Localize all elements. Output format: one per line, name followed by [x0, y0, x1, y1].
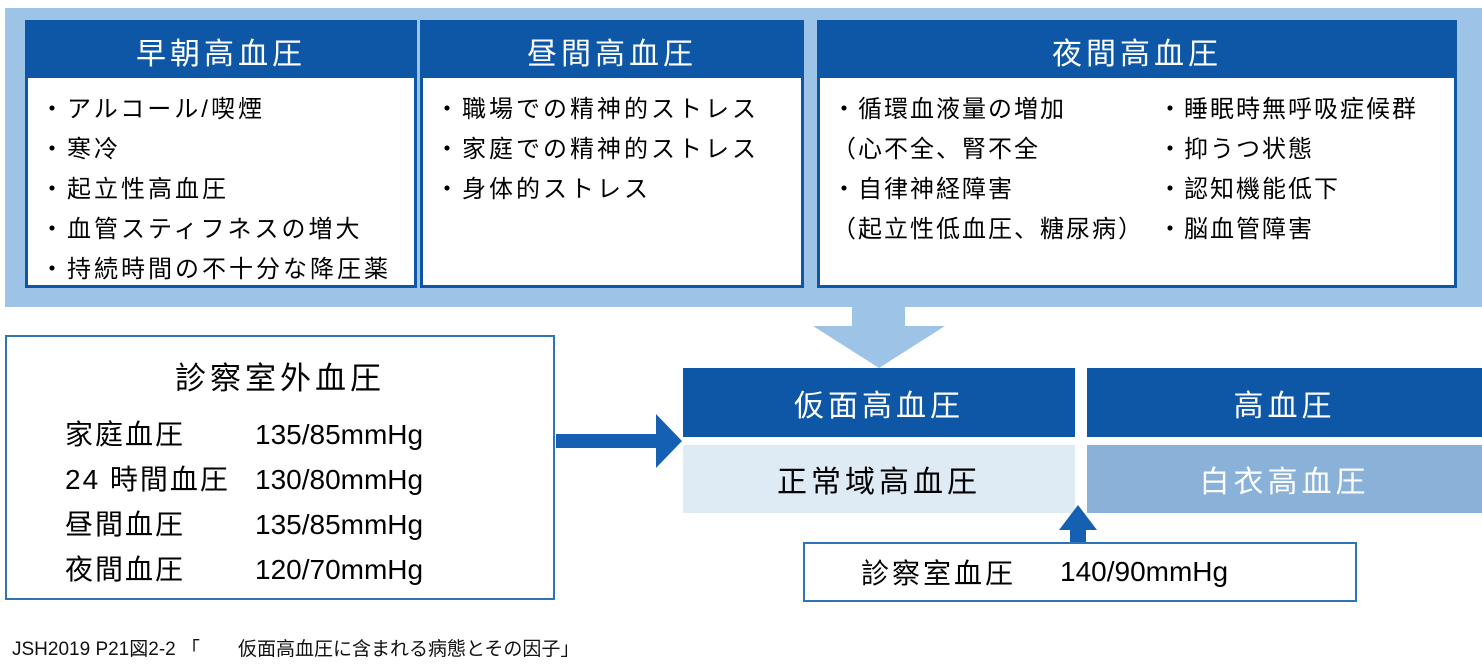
- masked-hypertension-header: 仮面高血圧: [683, 368, 1075, 437]
- bp-row-label: 夜間血圧: [65, 554, 186, 585]
- factors-banner: 早朝高血圧 ・アルコール/喫煙 ・寒冷 ・起立性高血圧 ・血管スティフネスの増大…: [5, 8, 1482, 307]
- list-item: ・アルコール/喫煙: [40, 96, 265, 123]
- list-item: ・抑うつ状態: [1158, 136, 1314, 163]
- list-item: ・自律神経障害: [832, 176, 1014, 203]
- hypertension-header: 高血圧: [1087, 368, 1482, 437]
- list-item: ・持続時間の不十分な降圧薬: [40, 256, 391, 283]
- list-item: ・家庭での精神的ストレス: [435, 136, 759, 163]
- list-item: ・血管スティフネスの増大: [40, 216, 363, 243]
- bp-row-label: 家庭血圧: [65, 419, 186, 450]
- table-row: 24 時間血圧 130/80mmHg: [65, 457, 553, 502]
- daytime-factor-list: ・職場での精神的ストレス ・家庭での精神的ストレス ・身体的ストレス: [423, 78, 801, 210]
- office-bp-box: 診察室血圧 140/90mmHg: [803, 542, 1357, 602]
- morning-hypertension-box: 早朝高血圧 ・アルコール/喫煙 ・寒冷 ・起立性高血圧 ・血管スティフネスの増大…: [25, 20, 417, 288]
- list-item: ・起立性高血圧: [40, 176, 229, 203]
- down-block-arrow-icon: [813, 326, 945, 368]
- out-of-office-bp-box: 診察室外血圧 家庭血圧 135/85mmHg 24 時間血圧 130/80mmH…: [5, 335, 555, 600]
- list-item: ・身体的ストレス: [435, 176, 651, 203]
- office-bp-label: 診察室血圧: [861, 558, 1017, 589]
- list-item: ・寒冷: [40, 136, 121, 163]
- normal-range-hypertension-band: 正常域高血圧: [683, 445, 1075, 513]
- table-row: 家庭血圧 135/85mmHg: [65, 412, 553, 457]
- table-row: 昼間血圧 135/85mmHg: [65, 502, 553, 547]
- white-coat-hypertension-band: 白衣高血圧: [1087, 445, 1482, 513]
- morning-factor-list: ・アルコール/喫煙 ・寒冷 ・起立性高血圧 ・血管スティフネスの増大 ・持続時間…: [28, 78, 414, 290]
- daytime-hypertension-header: 昼間高血圧: [423, 23, 801, 78]
- list-item: ・脳血管障害: [1158, 216, 1314, 243]
- list-item: ・循環血液量の増加: [832, 96, 1066, 123]
- table-row: 夜間血圧 120/70mmHg: [65, 547, 553, 592]
- daytime-hypertension-box: 昼間高血圧 ・職場での精神的ストレス ・家庭での精神的ストレス ・身体的ストレス: [420, 20, 804, 288]
- bp-row-value: 120/70mmHg: [255, 554, 424, 585]
- bp-row-value: 130/80mmHg: [255, 464, 424, 495]
- list-item: （起立性低血圧、糖尿病）: [832, 216, 1144, 243]
- night-factor-columns: ・循環血液量の増加 （心不全、腎不全 ・自律神経障害 （起立性低血圧、糖尿病） …: [820, 78, 1454, 250]
- bp-row-label: 24 時間血圧: [65, 464, 230, 495]
- up-arrow-shaft: [1070, 528, 1086, 543]
- right-arrow-icon: [656, 414, 682, 468]
- list-item: ・職場での精神的ストレス: [435, 96, 759, 123]
- list-item: ・認知機能低下: [1158, 176, 1340, 203]
- bp-row-value: 135/85mmHg: [255, 419, 424, 450]
- down-block-arrow-shaft: [852, 305, 905, 327]
- bp-row-label: 昼間血圧: [65, 509, 186, 540]
- bp-row-value: 135/85mmHg: [255, 509, 424, 540]
- right-arrow-shaft: [556, 434, 658, 448]
- morning-hypertension-header: 早朝高血圧: [28, 23, 414, 78]
- night-factor-list-left: ・循環血液量の増加 （心不全、腎不全 ・自律神経障害 （起立性低血圧、糖尿病）: [820, 78, 1154, 250]
- night-hypertension-header: 夜間高血圧: [820, 23, 1454, 78]
- figure-caption: JSH2019 P21図2-2 「 仮面高血圧に含まれる病態とその因子」: [12, 639, 580, 660]
- office-bp-value: 140/90mmHg: [1060, 556, 1229, 587]
- night-hypertension-box: 夜間高血圧 ・循環血液量の増加 （心不全、腎不全 ・自律神経障害 （起立性低血圧…: [817, 20, 1457, 288]
- up-arrow-icon: [1059, 505, 1097, 530]
- out-of-office-bp-rows: 家庭血圧 135/85mmHg 24 時間血圧 130/80mmHg 昼間血圧 …: [65, 412, 553, 592]
- night-factor-list-right: ・睡眠時無呼吸症候群 ・抑うつ状態 ・認知機能低下 ・脳血管障害: [1154, 78, 1482, 250]
- list-item: ・睡眠時無呼吸症候群: [1158, 96, 1418, 123]
- out-of-office-bp-title: 診察室外血圧: [175, 361, 385, 396]
- list-item: （心不全、腎不全: [832, 136, 1040, 163]
